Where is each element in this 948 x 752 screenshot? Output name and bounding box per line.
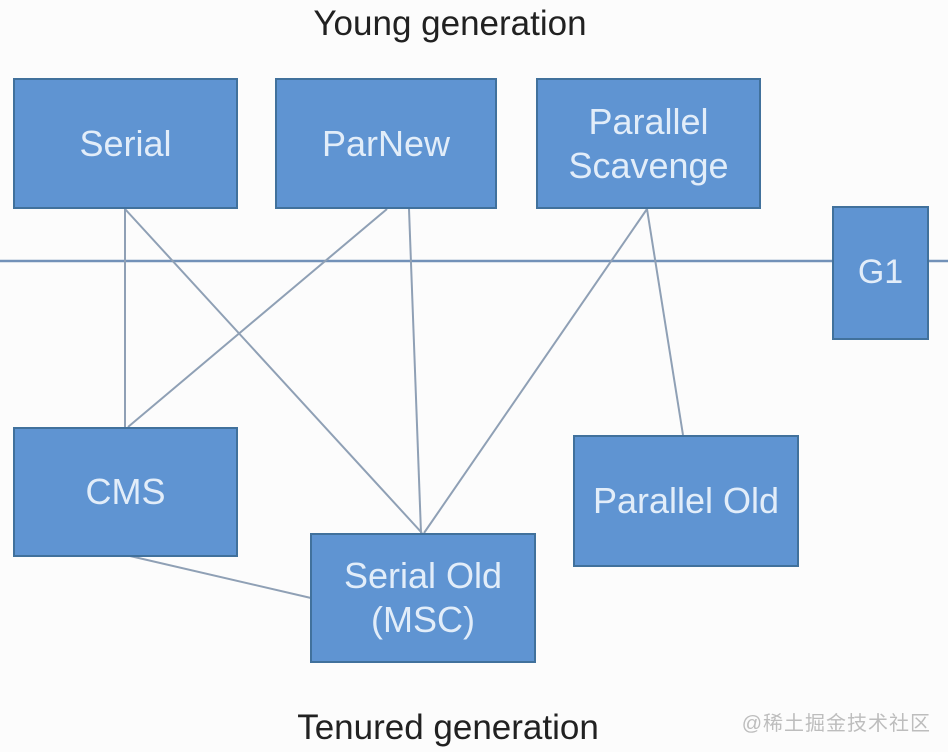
node-parnew-label: ParNew	[321, 122, 451, 164]
connector-parnew-serialold	[408, 208, 422, 534]
node-parallel-scavenge: Parallel Scavenge	[536, 78, 761, 209]
connector-parallelscavenge-parallelold	[646, 208, 684, 436]
node-serial-old: Serial Old (MSC)	[310, 533, 536, 663]
node-cms: CMS	[13, 427, 238, 557]
node-serial-old-label-line2: (MSC)	[371, 599, 475, 640]
tenured-generation-title: Tenured generation	[297, 708, 599, 747]
node-parnew: ParNew	[275, 78, 497, 209]
node-parallel-old-label: Parallel Old	[592, 480, 780, 522]
watermark-text: @稀土掘金技术社区	[741, 713, 931, 735]
node-g1-label: G1	[857, 253, 904, 292]
node-parallel-scavenge-label-line2: Scavenge	[568, 144, 729, 186]
connector-cms-serialold	[129, 555, 312, 599]
young-generation-title: Young generation	[313, 4, 587, 43]
node-cms-label: CMS	[85, 471, 166, 513]
connector-parallelscavenge-serialold	[423, 208, 648, 534]
node-serial-label: Serial	[79, 122, 172, 164]
node-parallel-scavenge-label-line1: Parallel	[588, 100, 709, 142]
connector-parnew-cms	[127, 208, 388, 428]
node-serial-old-label-line1: Serial Old	[343, 555, 503, 597]
connector-serial-serialold	[124, 208, 423, 534]
node-serial: Serial	[13, 78, 238, 209]
node-g1: G1	[832, 206, 929, 340]
node-parallel-old: Parallel Old	[573, 435, 799, 567]
